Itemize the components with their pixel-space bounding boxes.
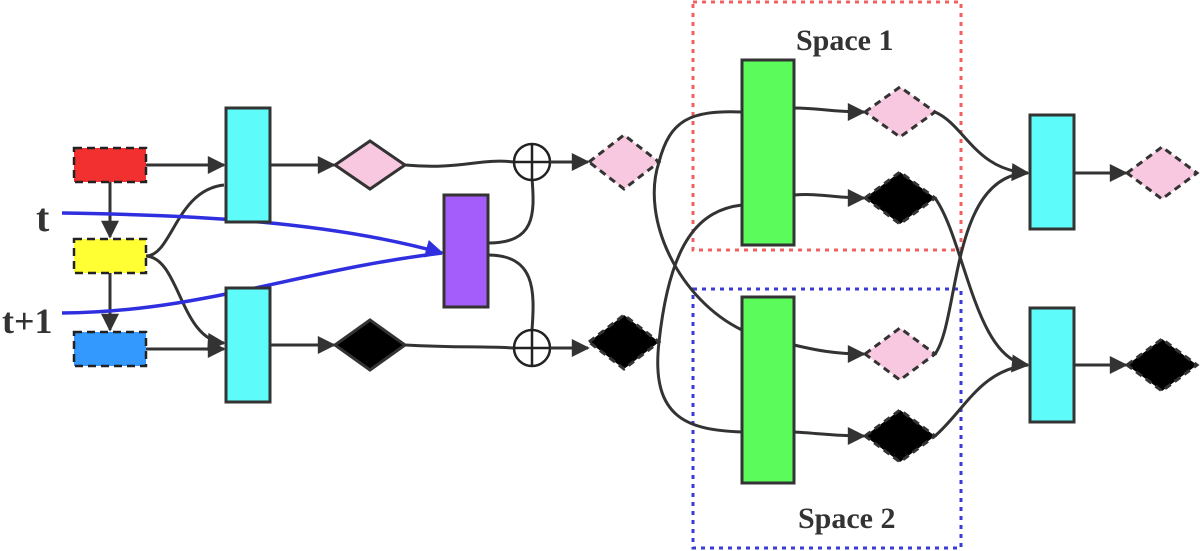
plus-node-top [512, 142, 552, 182]
space-1-label: Space 1 [796, 24, 894, 57]
output-pink-diamond [1124, 145, 1200, 201]
time-t-label: t [36, 195, 50, 240]
input-blue-box [72, 330, 148, 368]
space-1-region [691, 0, 963, 252]
space2-black-diamond [862, 408, 938, 464]
space-2-block [740, 295, 796, 485]
space1-out-pink-arrow [793, 102, 866, 121]
input-red-box [72, 146, 148, 184]
space2-out-black-arrow [793, 426, 866, 445]
space-2-label: Space 2 [798, 502, 896, 535]
space2-pink-to-decoder-top-wire [933, 171, 1029, 355]
space1-pink-diamond [862, 85, 938, 139]
black-to-plus-wire [404, 343, 515, 350]
fused-pink-to-space2-wire [652, 161, 743, 332]
fusion-to-plus-top-wire [487, 177, 535, 245]
space-1-block [740, 58, 796, 247]
pink-feature-diamond [332, 139, 408, 191]
fusion-block [442, 193, 490, 309]
yellow-to-encoder-top-wire [145, 183, 225, 258]
black-feature-diamond [332, 318, 408, 372]
space1-black-diamond [862, 170, 938, 226]
fused-black-diamond [586, 313, 662, 371]
space2-out-pink-arrow [793, 343, 866, 363]
fused-pink-to-space1-wire [657, 110, 743, 163]
encoder-top [224, 106, 272, 224]
fused-black-to-space1-wire [657, 203, 743, 343]
space1-out-black-arrow [793, 188, 866, 207]
decoder-top [1028, 113, 1076, 231]
time-t-plus-1-label: t+1 [2, 301, 53, 341]
space1-pink-to-decoder-top-wire [934, 110, 1030, 182]
space2-pink-diamond [862, 326, 938, 382]
encoder-bottom [224, 286, 272, 404]
space2-black-to-decoder-bottom-wire [934, 363, 1029, 438]
space-2-region [691, 287, 963, 550]
decoder-bottom [1028, 306, 1076, 424]
fused-pink-diamond [586, 133, 662, 191]
fused-black-to-space2-wire [656, 341, 743, 434]
input-yellow-box [72, 237, 148, 275]
yellow-to-encoder-bottom-wire [145, 254, 226, 351]
plus-node-bottom [512, 328, 552, 368]
output-black-diamond [1124, 337, 1200, 393]
fusion-to-plus-bottom-wire [487, 253, 535, 331]
space1-black-to-decoder-bottom-wire [933, 197, 1030, 373]
pink-to-plus-wire [404, 159, 515, 168]
